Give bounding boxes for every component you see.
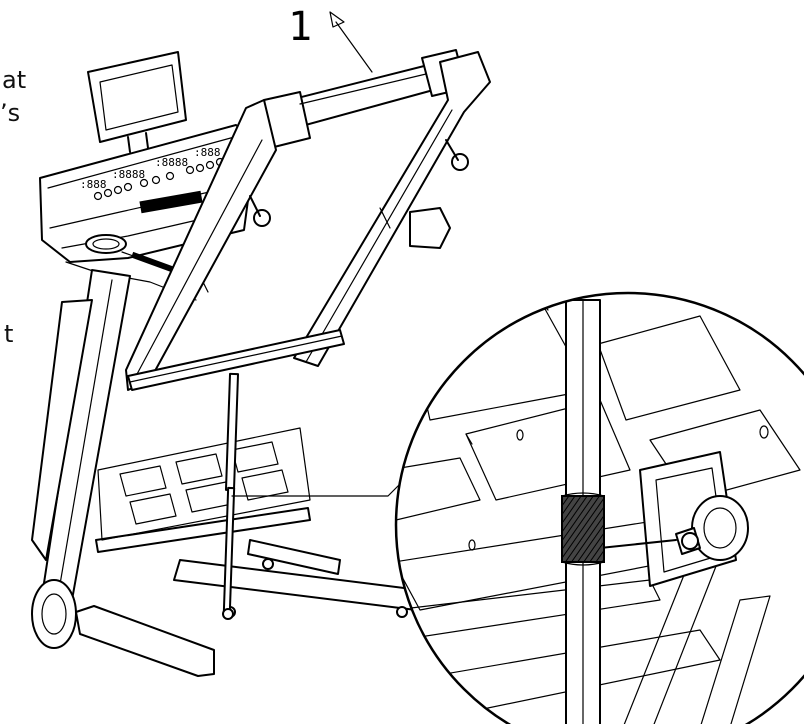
upright-base-cap [31, 579, 77, 649]
folded-deck-frame [125, 49, 491, 391]
margin-text-fragment-3: t [4, 320, 14, 348]
cup-holder [85, 234, 127, 254]
callout-arrow [329, 11, 373, 73]
left-upright [31, 269, 131, 649]
console-display-1: :888 [80, 178, 107, 191]
console-display-4: :888 [194, 146, 221, 159]
callout-number: 1 [288, 4, 312, 50]
tablet-monitor [87, 51, 187, 153]
base-frame [75, 507, 421, 677]
console-display-3: :8888 [155, 156, 188, 169]
detail-magnifier [394, 291, 804, 724]
console-vent [139, 190, 203, 214]
console-display-2: :8888 [112, 168, 145, 181]
strut-lock-sleeve [561, 495, 605, 563]
gas-strut [222, 372, 240, 620]
console-buttons [93, 157, 225, 201]
margin-text-fragment-2: ’s [0, 99, 21, 127]
margin-text-fragment-1: at [2, 66, 27, 94]
